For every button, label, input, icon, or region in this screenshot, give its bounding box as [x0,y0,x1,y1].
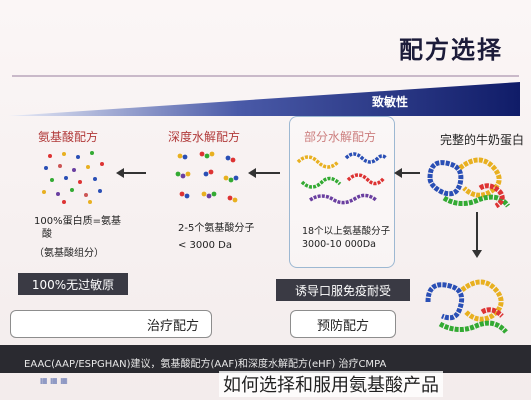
footer-strip [0,345,531,373]
allergenicity-label: 致敏性 [372,95,409,109]
no-allergen-bar: 100%无过敏原 [18,273,128,295]
arrow-down-intact [472,212,482,258]
intact-protein-blob-lower [425,279,508,334]
treatment-formula-pill: 治疗配方 [10,310,212,338]
extensive-desc-line-1: 2-5个氨基酸分子 [178,223,255,234]
partial-hydrolysate-desc: 18个以上氨基酸分子 3000-10 000Da [302,225,390,251]
partial-hydrolysate-box [289,116,395,268]
column-label-intact-protein: 完整的牛奶蛋白 [440,133,525,147]
footer-guideline-text: EAAC(AAP/ESPGHAN)建议，氨基酸配方(AAF)和深度水解配方(eH… [24,359,387,370]
intact-protein-blob [427,157,511,209]
site-logo: ▦ ▦ ▦ [40,376,68,385]
column-label-amino-acid: 氨基酸配方 [38,130,99,144]
prevention-formula-label: 预防配方 [316,318,369,334]
long-peptide-chains [296,152,388,205]
amino-acid-dots [42,151,104,204]
amino-desc-line-3: （氨基酸组分） [34,248,104,259]
arrow-to-partial [394,168,420,178]
treatment-formula-label: 治疗配方 [146,318,199,334]
amino-desc-line-2: 酸 [42,229,52,240]
caption: 如何选择和服用氨基酸产品 [219,371,443,397]
amino-desc-line-1: 100%蛋白质=氨基 [34,216,121,227]
arrow-to-amino-acid [116,168,146,178]
amino-acid-desc: 100%蛋白质=氨基 酸 （氨基酸组分） [34,215,121,260]
allergenicity-wedge [8,82,520,116]
slide-title: 配方选择 [399,36,503,64]
column-label-partial-hydrolysate: 部分水解配方 [304,130,377,144]
title-divider [12,75,519,77]
extensive-desc-line-2: < 3000 Da [178,240,233,251]
arrow-to-extensive [248,168,280,178]
partial-desc-line-1: 18个以上氨基酸分子 [302,226,391,237]
oral-tolerance-bar: 诱导口服免疫耐受 [276,279,410,301]
prevention-formula-pill: 预防配方 [290,310,396,338]
partial-desc-line-2: 3000-10 000Da [302,239,376,250]
extensive-hydrolysate-desc: 2-5个氨基酸分子 < 3000 Da [178,222,254,252]
short-peptide-dots [175,151,239,203]
column-label-extensive-hydrolysate: 深度水解配方 [168,130,241,144]
